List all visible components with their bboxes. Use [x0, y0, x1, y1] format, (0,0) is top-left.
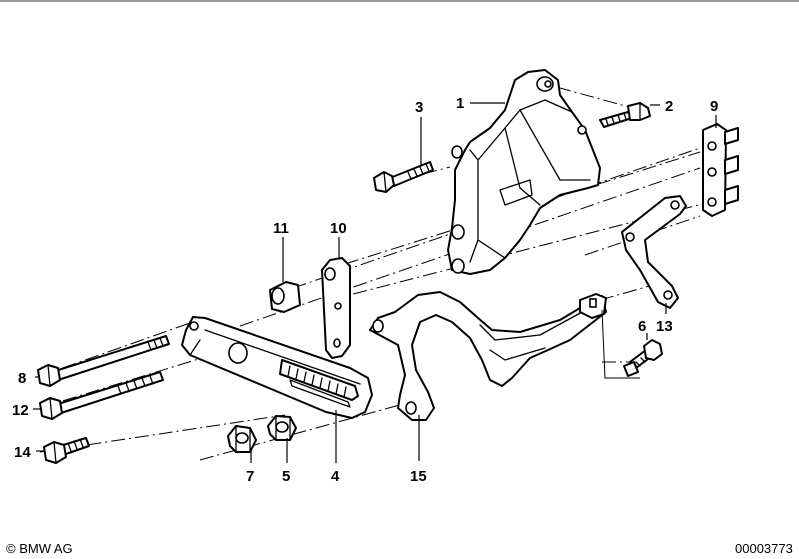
castle-nut-part-5	[267, 415, 297, 441]
callout-labels: 1 2 3 9 11 10 6 13 8 12 14 7 5 4 15	[12, 95, 718, 485]
bolt-part-14	[43, 437, 90, 464]
bolt-part-6	[623, 339, 663, 377]
strap-part-13	[621, 195, 687, 309]
spacer-part-11	[269, 281, 301, 313]
bolt-part-2	[599, 102, 651, 128]
bracket-part-1	[447, 69, 601, 275]
callout-10: 10	[330, 220, 347, 237]
assembly-axes	[39, 87, 719, 461]
tensioner-arm-part-4	[181, 316, 373, 419]
curved-bracket-part-15	[369, 291, 640, 421]
callout-15: 15	[410, 468, 427, 485]
callout-9: 9	[710, 98, 718, 115]
callout-8: 8	[18, 370, 26, 387]
plate-part-9	[702, 123, 739, 217]
callout-13: 13	[656, 318, 673, 335]
callout-1: 1	[456, 95, 464, 112]
callout-7: 7	[246, 468, 254, 485]
bolt-part-12	[39, 371, 164, 420]
callout-3: 3	[415, 99, 423, 116]
link-part-10	[321, 257, 351, 359]
bolt-part-3	[373, 161, 434, 193]
callout-2: 2	[665, 98, 673, 115]
callout-4: 4	[331, 468, 340, 485]
bolt-part-8	[37, 335, 170, 387]
callout-12: 12	[12, 402, 29, 419]
callout-14: 14	[14, 444, 31, 461]
copyright-text: © BMW AG	[6, 541, 73, 556]
leader-lines	[33, 102, 717, 463]
hex-nut-part-7	[227, 425, 257, 453]
callout-6: 6	[638, 318, 646, 335]
diagram-number: 00003773	[735, 541, 793, 556]
callout-11: 11	[273, 220, 289, 237]
callout-5: 5	[282, 468, 290, 485]
